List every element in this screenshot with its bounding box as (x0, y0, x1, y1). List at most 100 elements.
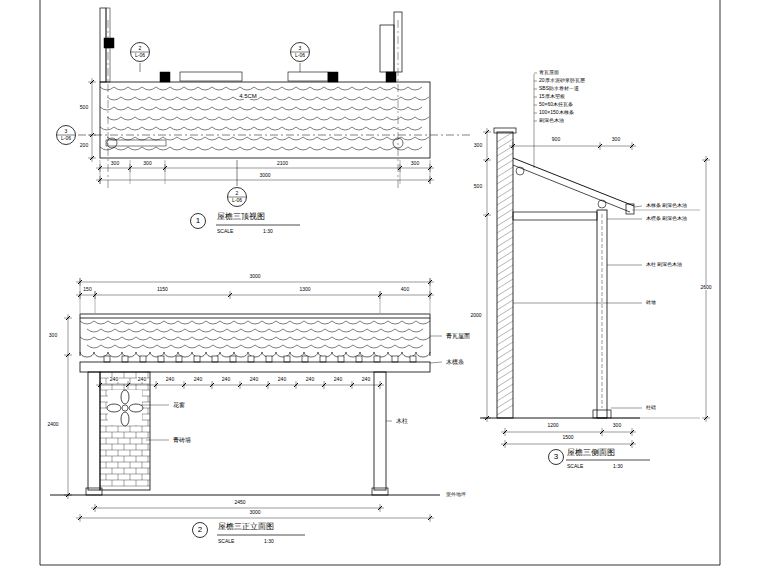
dimension-text: 3000 (248, 510, 261, 515)
drawing-line (90, 156, 94, 160)
window-ornament (121, 412, 129, 426)
circle-outline (290, 42, 310, 62)
note-text: 柱础 (645, 405, 657, 410)
drawing-line (501, 444, 636, 445)
drawing-line (428, 166, 432, 170)
circle-border (191, 214, 206, 229)
note-text: 砖墙 (645, 300, 657, 305)
window-ground (108, 390, 142, 425)
drawing-line (142, 462, 143, 468)
drawing-line (112, 480, 113, 486)
note-text: 刷深色木油 (538, 118, 565, 123)
circle-text: 1 (190, 213, 206, 229)
drawing-line (148, 420, 149, 426)
dimension-text: 300 (142, 161, 152, 166)
dimension-text: 300 (612, 423, 622, 428)
dimension-text: 300 (48, 333, 58, 338)
drawing-line (534, 89, 537, 90)
drawing-line (501, 432, 636, 433)
drawing-line (93, 506, 97, 510)
rafter-end (320, 356, 326, 362)
drawing-line (430, 336, 442, 337)
wall-section (497, 132, 513, 418)
rafter-end (374, 356, 380, 362)
section-marker: 2L-06 (227, 187, 247, 207)
callout-number: 3 (65, 129, 68, 134)
post (597, 210, 607, 418)
drawing-line (106, 390, 107, 396)
note-text: SBS防水卷材一道 (538, 86, 580, 91)
dimension-text: 200 (79, 143, 89, 148)
drawing-line (112, 432, 113, 438)
drawing-line (378, 506, 382, 510)
view-number-circle: 2 (192, 522, 208, 538)
drawing-line (100, 384, 150, 385)
sheet-reference: L-06 (135, 53, 145, 58)
drawing-line (80, 318, 81, 356)
drawing-line (130, 160, 131, 184)
note-text: 木檩条 刷深色木油 (645, 216, 688, 221)
drawing-line (100, 474, 150, 475)
drawing-line (124, 444, 125, 450)
drawing-line (378, 383, 382, 387)
drawing-line (148, 456, 149, 462)
roof-tile-row (107, 137, 429, 140)
drawing-line (704, 416, 708, 420)
drawing-line (148, 444, 149, 450)
drawing-line (142, 438, 143, 444)
drawing-line (68, 314, 69, 499)
drawing-line (400, 160, 401, 184)
dimension-text: 300 (110, 161, 120, 166)
roof-slope (513, 165, 630, 212)
drawing-line (98, 178, 102, 182)
drawing-line (130, 462, 131, 468)
drawing-line (503, 442, 507, 446)
post-plan (393, 138, 403, 148)
drawing-line (90, 133, 94, 137)
rafter-end (410, 356, 416, 362)
roof-tile-row (100, 147, 422, 150)
drawing-line (118, 438, 119, 444)
drawing-line (148, 480, 149, 486)
dimension-text: 240 (109, 377, 119, 382)
note-text: 50×60木挂瓦条 (538, 102, 574, 107)
circle-text: 3L-06 (56, 125, 76, 145)
drawing-line (630, 442, 634, 446)
roof-tile-row (87, 345, 423, 348)
section-marker: 3L-06 (290, 42, 310, 62)
circle-outline (56, 125, 76, 145)
drawing-line (238, 383, 242, 387)
drawing-line (124, 456, 125, 462)
post (88, 372, 100, 490)
ridge (80, 314, 430, 318)
beam (513, 212, 597, 220)
drawing-line (534, 113, 537, 114)
view-title: 屋檐三顶视图 (216, 213, 266, 221)
post-base (86, 488, 102, 495)
brick-wall (100, 372, 150, 490)
drawing-line (497, 405, 513, 415)
callout-number: 3 (299, 46, 302, 51)
column-mark (328, 72, 338, 82)
post-base (372, 488, 388, 495)
window-ornament (122, 405, 128, 411)
drawing-line (487, 128, 488, 422)
rafter-end (140, 356, 146, 362)
drawing-line (118, 450, 119, 456)
drawing-line (108, 20, 109, 188)
drawing-line (602, 214, 603, 408)
rafter-end (176, 356, 182, 362)
view-title: 屋檐三侧面图 (566, 449, 616, 457)
dimension-text: 150 (82, 287, 92, 292)
drawing-line (611, 408, 642, 409)
callout-number: 3 (554, 453, 558, 461)
drawing-line (598, 144, 602, 148)
drawing-line (182, 383, 186, 387)
drawing-line (148, 432, 149, 438)
drawing-line (142, 450, 143, 456)
post-base (593, 410, 611, 418)
rafter-end (302, 356, 308, 362)
dimension-text: 300 (611, 137, 621, 142)
drawing-line (112, 456, 113, 462)
scale-text: SCALE (217, 539, 235, 544)
